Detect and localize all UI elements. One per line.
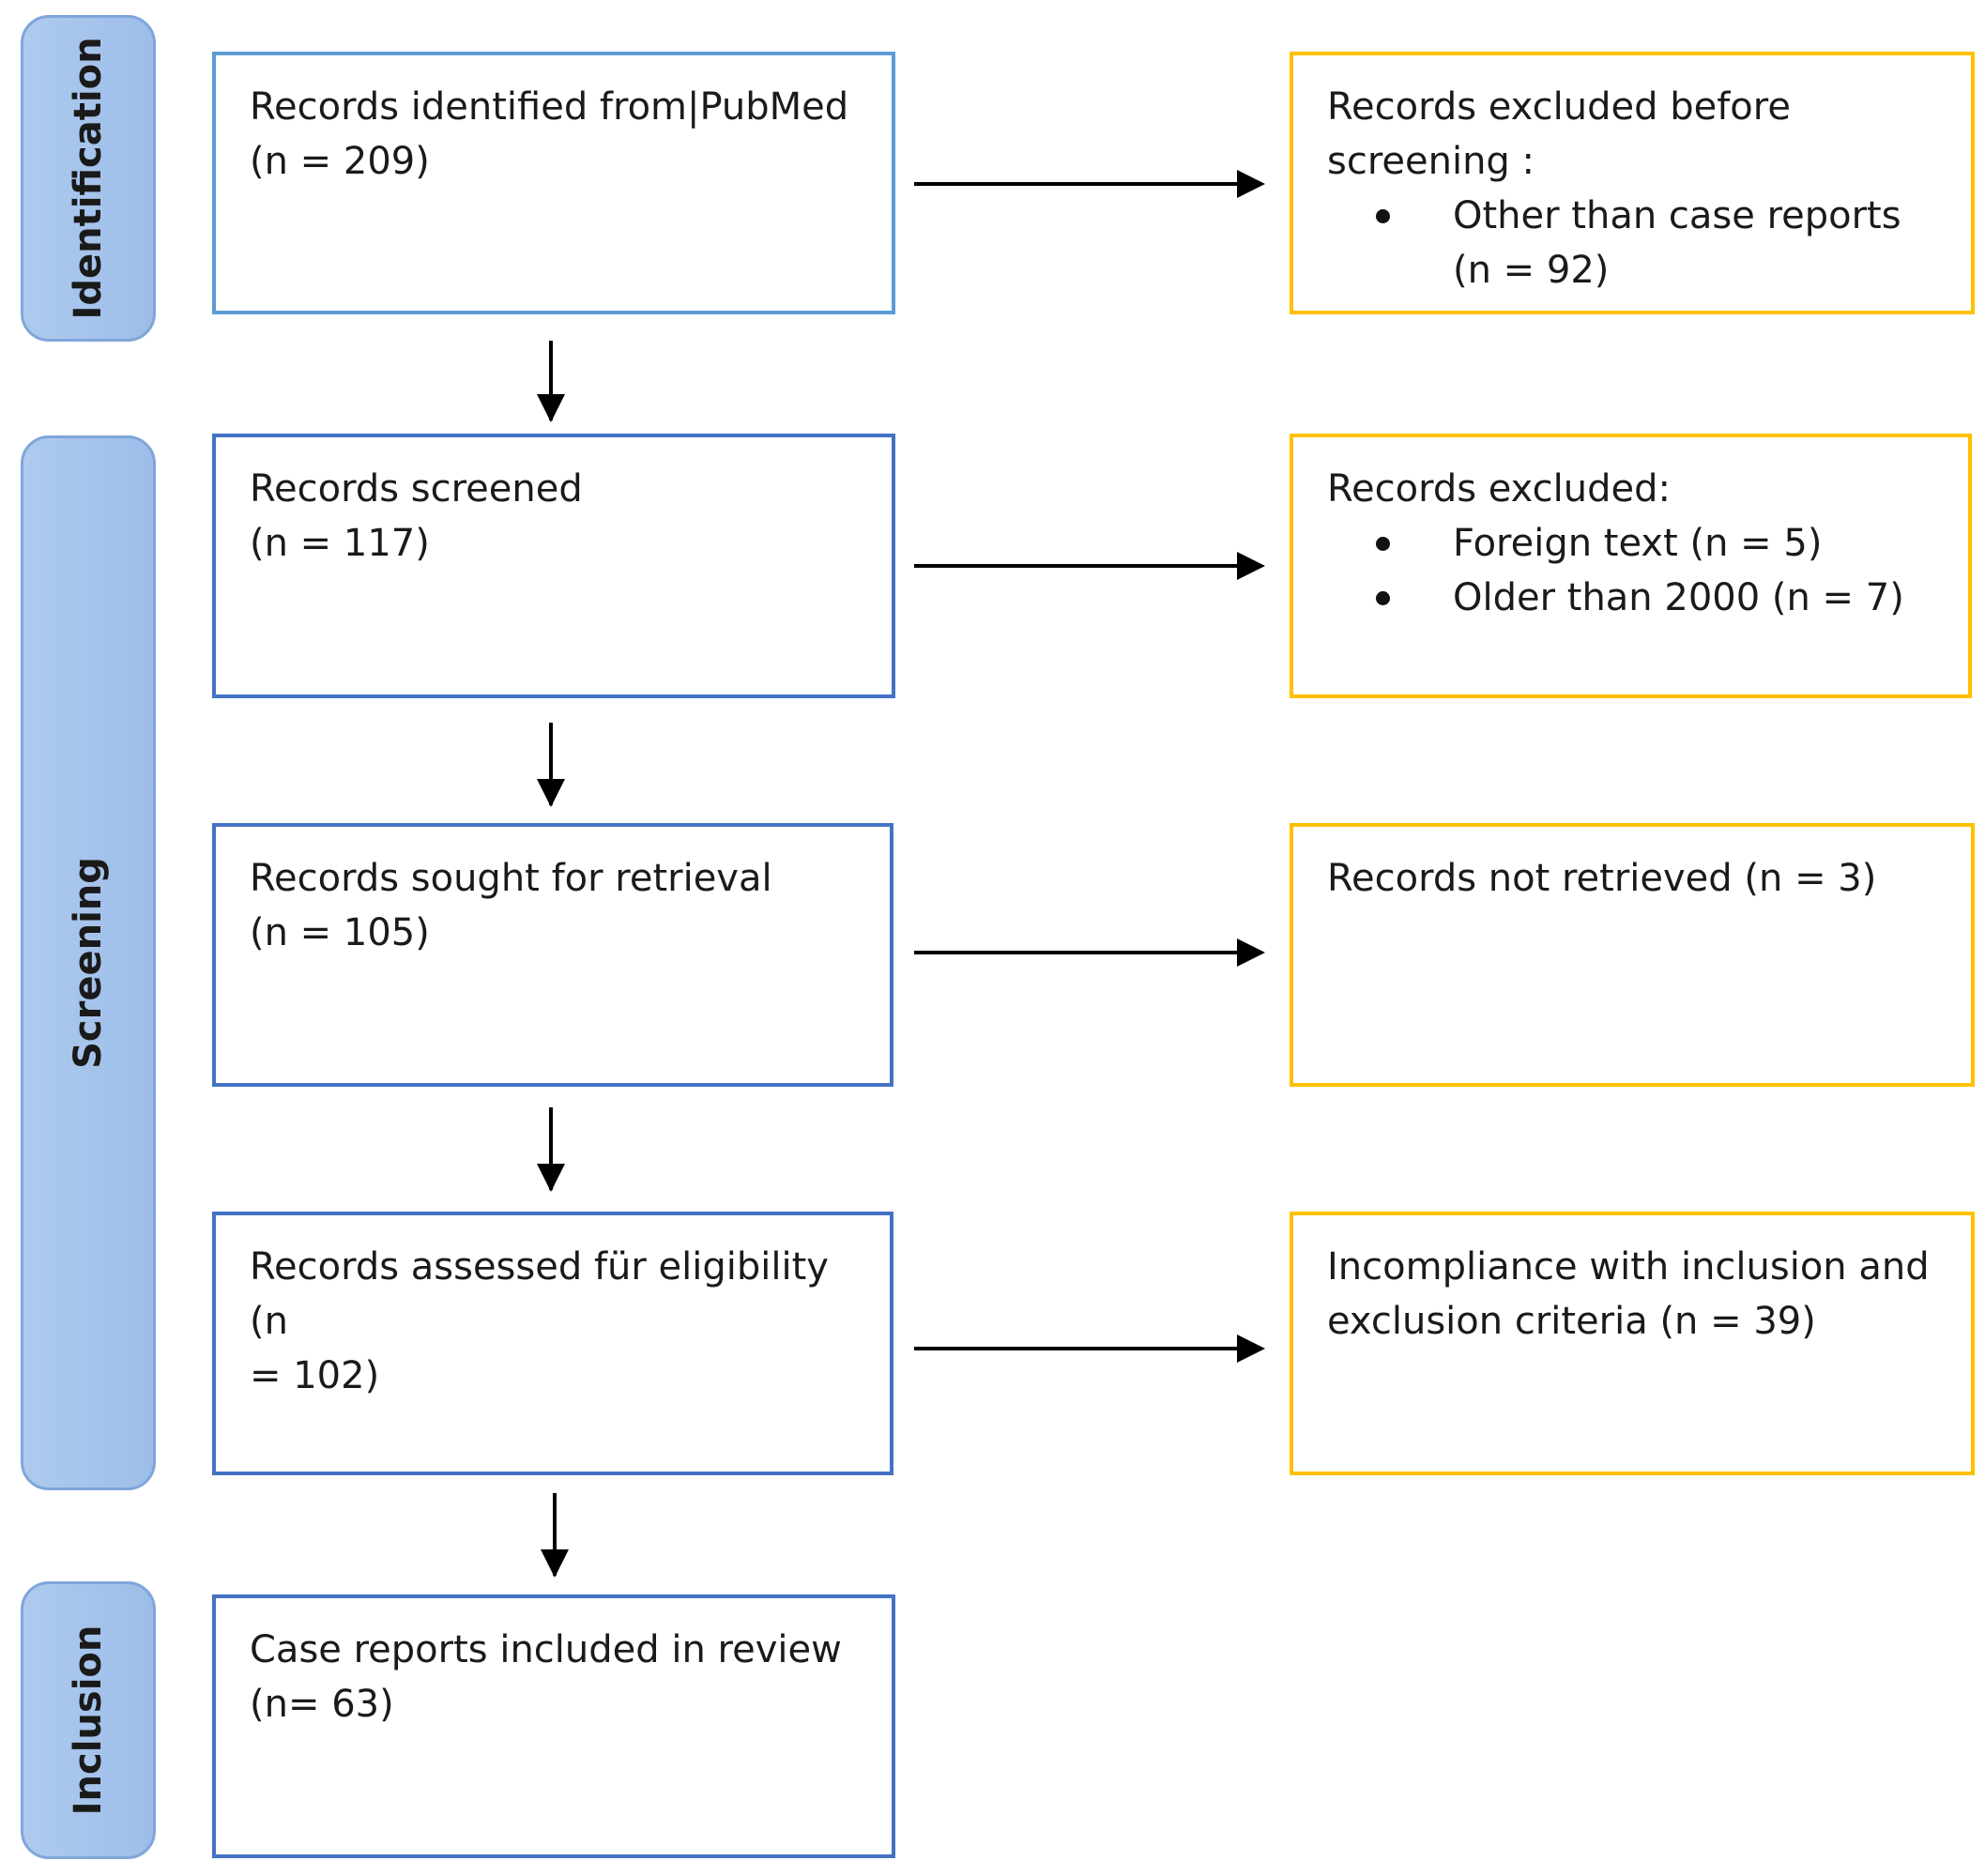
box-records-excluded: Records excluded: Foreign text (n = 5) O… bbox=[1290, 434, 1972, 698]
box-records-screened-count: (n = 117) bbox=[250, 522, 430, 565]
box-records-sought-title: Records sought for retrieval bbox=[250, 857, 772, 900]
box-incompliance: Incompliance with inclusion and exclusio… bbox=[1290, 1212, 1975, 1475]
records-excluded-list: Foreign text (n = 5) Older than 2000 (n … bbox=[1327, 516, 1934, 625]
arrowhead-2 bbox=[537, 779, 565, 807]
arrowhead-8 bbox=[1237, 1335, 1265, 1363]
phase-inclusion: Inclusion bbox=[21, 1581, 156, 1859]
box-case-reports-included: Case reports included in review (n= 63) bbox=[212, 1594, 895, 1858]
box-records-identified-title: Records identified from|PubMed bbox=[250, 85, 849, 129]
box-records-sought: Records sought for retrieval (n = 105) bbox=[212, 823, 893, 1087]
box-records-assessed-count: = 102) bbox=[250, 1354, 380, 1397]
horizontal-arrows bbox=[914, 170, 1265, 1363]
box-records-assessed: Records assessed für eligibility (n = 10… bbox=[212, 1212, 893, 1475]
records-not-retrieved-title: Records not retrieved (n = 3) bbox=[1327, 857, 1877, 900]
box-records-sought-count: (n = 105) bbox=[250, 911, 430, 954]
incompliance-title-2: exclusion criteria (n = 39) bbox=[1327, 1300, 1816, 1343]
box-records-screened: Records screened (n = 117) bbox=[212, 434, 895, 698]
excluded-before-count: (n = 92) bbox=[1453, 249, 1610, 292]
incompliance-title-1: Incompliance with inclusion and bbox=[1327, 1245, 1930, 1289]
phase-screening: Screening bbox=[21, 435, 156, 1490]
list-item: Foreign text (n = 5) bbox=[1376, 516, 1934, 571]
phase-identification: Identification bbox=[21, 15, 156, 342]
arrowhead-4 bbox=[541, 1549, 569, 1578]
arrowhead-5 bbox=[1237, 170, 1265, 198]
excluded-before-title-2: screening : bbox=[1327, 140, 1535, 183]
box-records-screened-title: Records screened bbox=[250, 467, 583, 511]
arrowhead-6 bbox=[1237, 552, 1265, 580]
excluded-before-list: Other than case reports bbox=[1327, 189, 1937, 243]
box-records-assessed-title: Records assessed für eligibility (n bbox=[250, 1245, 829, 1343]
box-excluded-before-screening: Records excluded before screening : Othe… bbox=[1290, 52, 1975, 314]
box-case-reports-included-count: (n= 63) bbox=[250, 1683, 394, 1726]
arrowhead-3 bbox=[537, 1164, 565, 1192]
box-case-reports-included-title: Case reports included in review bbox=[250, 1628, 842, 1671]
excluded-before-title-1: Records excluded before bbox=[1327, 85, 1791, 129]
vertical-arrows bbox=[537, 341, 569, 1578]
list-item: Older than 2000 (n = 7) bbox=[1376, 571, 1934, 625]
list-item: Other than case reports bbox=[1376, 189, 1937, 243]
records-excluded-title: Records excluded: bbox=[1327, 467, 1671, 511]
box-records-not-retrieved: Records not retrieved (n = 3) bbox=[1290, 823, 1975, 1087]
arrowhead-1 bbox=[537, 394, 565, 422]
box-records-identified-count: (n = 209) bbox=[250, 140, 430, 183]
box-records-identified: Records identified from|PubMed (n = 209) bbox=[212, 52, 895, 314]
arrowhead-7 bbox=[1237, 938, 1265, 967]
